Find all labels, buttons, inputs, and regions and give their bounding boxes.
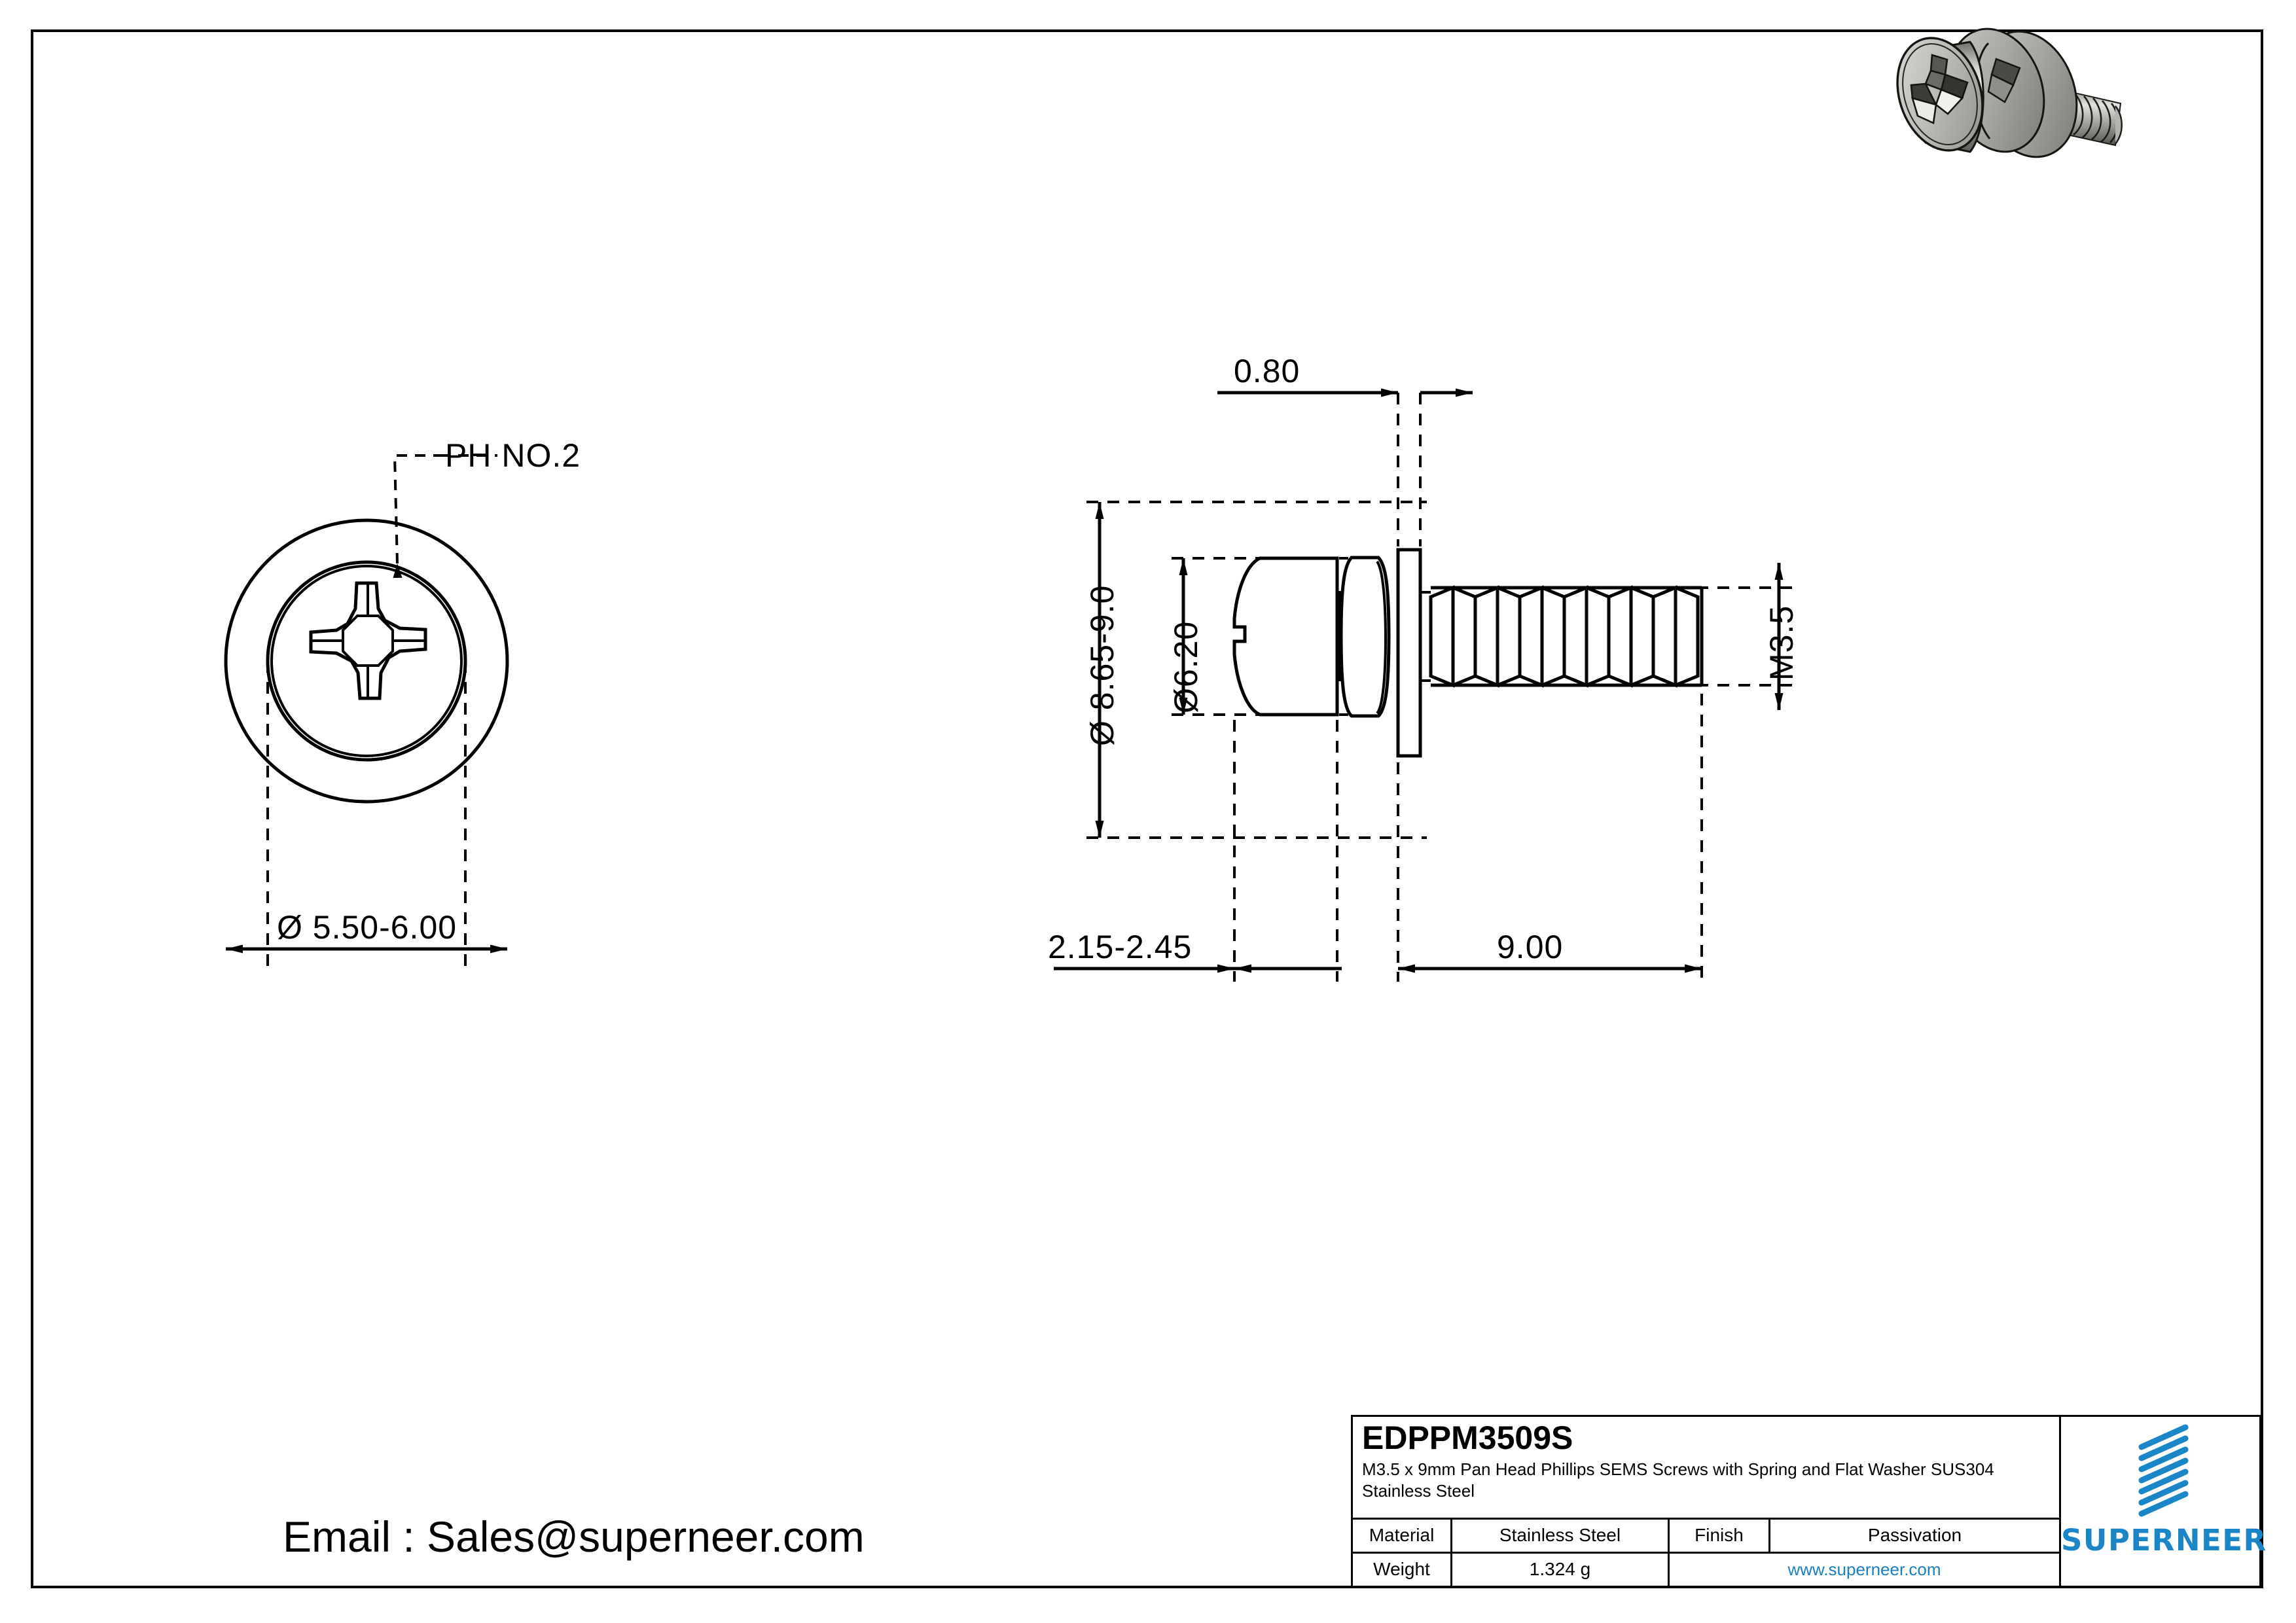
superneer-logo-icon xyxy=(2138,1424,2189,1517)
dimension-label-outer-diameter: Ø 8.65-9.0 xyxy=(1084,584,1121,746)
callout-ph-no2: PH NO.2 xyxy=(445,437,581,474)
title-block-row-material: Material Stainless Steel Finish Passivat… xyxy=(1353,1520,2059,1554)
email-label: Email : Sales@superneer.com xyxy=(283,1512,865,1561)
title-block: EDPPM3509S M3.5 x 9mm Pan Head Phillips … xyxy=(1351,1415,2266,1588)
title-block-left: EDPPM3509S M3.5 x 9mm Pan Head Phillips … xyxy=(1353,1417,2061,1586)
finish-value: Passivation xyxy=(1867,1525,1962,1546)
dimension-label-thread-spec: M3.5 xyxy=(1763,605,1800,681)
screw-3d-render xyxy=(1896,27,2123,158)
part-description: M3.5 x 9mm Pan Head Phillips SEMS Screws… xyxy=(1362,1459,1994,1501)
weight-value: 1.324 g xyxy=(1452,1553,1670,1586)
render-pan-head xyxy=(1896,37,1984,153)
material-label: Material xyxy=(1353,1520,1452,1552)
dimension-label-head-height: 2.15-2.45 xyxy=(1048,929,1193,965)
dimension-label-washer-thickness: 0.80 xyxy=(1234,353,1300,389)
title-block-row-weight: Weight 1.324 g www.superneer.com xyxy=(1353,1553,2059,1586)
render-phillips-recess xyxy=(1910,54,1969,124)
title-block-logo-cell: SUPERNEER xyxy=(2061,1417,2267,1586)
drawing-frame xyxy=(31,29,2263,1588)
finish-label: Finish xyxy=(1670,1520,1770,1552)
weight-label: Weight xyxy=(1353,1553,1452,1586)
dimension-label-thread-length: 9.00 xyxy=(1497,929,1564,965)
material-value: Stainless Steel xyxy=(1452,1520,1670,1552)
title-block-description-cell: EDPPM3509S M3.5 x 9mm Pan Head Phillips … xyxy=(1353,1417,2059,1520)
dimension-label-front-diameter: Ø 5.50-6.00 xyxy=(277,909,457,946)
part-number: EDPPM3509S xyxy=(1362,1419,1573,1456)
brand-wordmark: SUPERNEER xyxy=(2061,1523,2267,1558)
website-link[interactable]: www.superneer.com xyxy=(1787,1559,1941,1579)
dimension-label-head-diameter: Ø6.20 xyxy=(1168,620,1204,713)
